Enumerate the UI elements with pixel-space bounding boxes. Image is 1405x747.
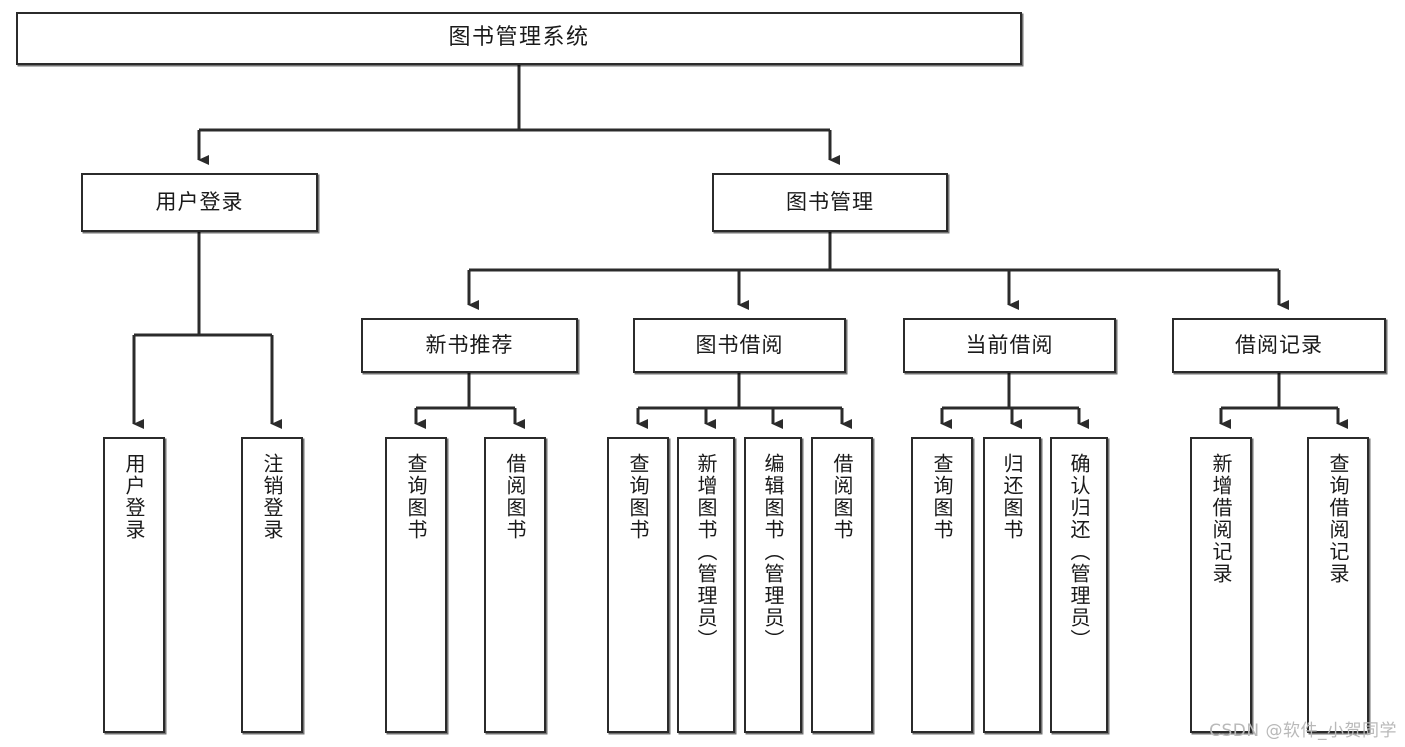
node-leaf-user-logout-label: 注销登录 xyxy=(260,453,284,541)
node-user-login[interactable]: 用户登录 xyxy=(81,173,318,232)
node-leaf-cur-return-book-label: 归还图书 xyxy=(1000,453,1024,541)
node-leaf-cur-return-book[interactable]: 归还图书 xyxy=(983,437,1041,733)
node-leaf-rec-add-record-label: 新增借阅记录 xyxy=(1209,453,1233,585)
node-leaf-borrow-add-book-label: 新增图书（管理员） xyxy=(694,453,718,651)
node-leaf-rec-query-book-label: 查询图书 xyxy=(404,453,428,541)
node-leaf-user-login-label: 用户登录 xyxy=(122,453,146,541)
node-leaf-borrow-lend-book-label: 借阅图书 xyxy=(830,453,854,541)
node-new-book-rec[interactable]: 新书推荐 xyxy=(361,318,578,373)
node-leaf-rec-borrow-book[interactable]: 借阅图书 xyxy=(484,437,546,733)
node-leaf-borrow-lend-book[interactable]: 借阅图书 xyxy=(811,437,873,733)
node-borrow-record-label: 借阅记录 xyxy=(1235,332,1323,357)
node-new-book-rec-label: 新书推荐 xyxy=(425,332,514,357)
node-leaf-cur-query-book-label: 查询图书 xyxy=(930,453,954,541)
node-book-manage[interactable]: 图书管理 xyxy=(712,173,948,232)
node-leaf-cur-query-book[interactable]: 查询图书 xyxy=(911,437,973,733)
node-leaf-cur-confirm-return-label: 确认归还（管理员） xyxy=(1067,453,1091,651)
node-current-borrow[interactable]: 当前借阅 xyxy=(903,318,1116,373)
node-leaf-borrow-edit-book[interactable]: 编辑图书（管理员） xyxy=(744,437,802,733)
node-book-manage-label: 图书管理 xyxy=(786,189,874,214)
node-leaf-rec-borrow-book-label: 借阅图书 xyxy=(503,453,527,541)
node-leaf-user-login[interactable]: 用户登录 xyxy=(103,437,165,733)
node-leaf-user-logout[interactable]: 注销登录 xyxy=(241,437,303,733)
node-leaf-borrow-query-book-label: 查询图书 xyxy=(626,453,650,541)
node-leaf-rec-add-record[interactable]: 新增借阅记录 xyxy=(1190,437,1252,733)
node-root[interactable]: 图书管理系统 xyxy=(16,12,1022,65)
node-leaf-rec-query-record[interactable]: 查询借阅记录 xyxy=(1307,437,1369,733)
node-book-borrow-label: 图书借阅 xyxy=(695,332,784,357)
node-leaf-borrow-edit-book-label: 编辑图书（管理员） xyxy=(761,453,785,651)
watermark: CSDN @软件_小贺同学 xyxy=(1209,721,1397,741)
node-user-login-label: 用户登录 xyxy=(155,189,244,214)
node-borrow-record[interactable]: 借阅记录 xyxy=(1172,318,1386,373)
node-leaf-borrow-query-book[interactable]: 查询图书 xyxy=(607,437,669,733)
node-leaf-cur-confirm-return[interactable]: 确认归还（管理员） xyxy=(1050,437,1108,733)
node-leaf-rec-query-book[interactable]: 查询图书 xyxy=(385,437,447,733)
node-root-label: 图书管理系统 xyxy=(448,25,590,51)
node-leaf-borrow-add-book[interactable]: 新增图书（管理员） xyxy=(677,437,735,733)
node-current-borrow-label: 当前借阅 xyxy=(965,332,1054,357)
node-book-borrow[interactable]: 图书借阅 xyxy=(633,318,846,373)
node-leaf-rec-query-record-label: 查询借阅记录 xyxy=(1326,453,1350,585)
